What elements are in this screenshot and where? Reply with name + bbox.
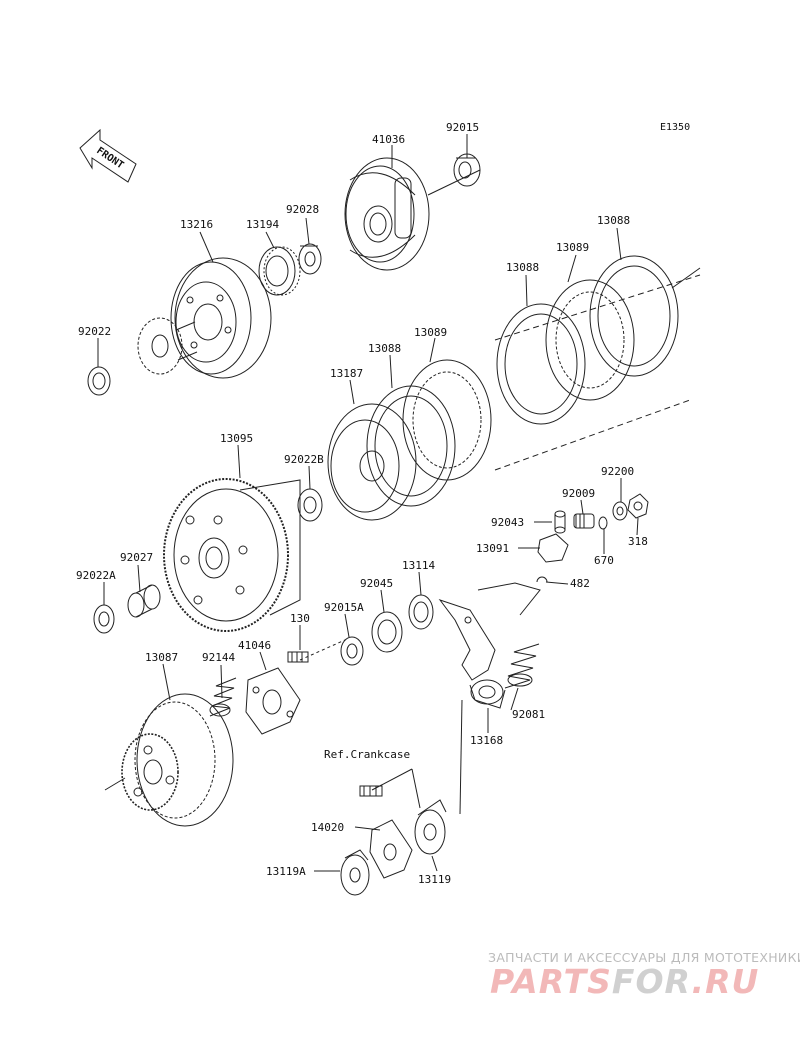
part-92045-bearing [371, 611, 403, 653]
label-670: 670 [594, 554, 614, 567]
part-13095-clutch-housing [163, 478, 301, 632]
part-13168-cam [469, 679, 506, 709]
label-13168: 13168 [470, 734, 503, 747]
watermark-logo-end: .RU [691, 962, 760, 1001]
leader-lines [97, 134, 639, 872]
part-labels: 92015 41036 13216 13194 92028 13088 1308… [76, 121, 648, 886]
part-92015-bearing [453, 153, 481, 187]
label-13089: 13089 [556, 241, 589, 254]
label-14020: 14020 [311, 821, 344, 834]
label-92081: 92081 [512, 708, 545, 721]
part-13119-cam [414, 799, 447, 855]
crankcase-stud [359, 785, 383, 797]
part-13119A-cam [340, 849, 370, 896]
label-13194: 13194 [246, 218, 279, 231]
label-482: 482 [570, 577, 590, 590]
part-13114-retainer [408, 594, 434, 630]
part-13194-needle-bearing [258, 246, 301, 296]
part-13088-friction-plate-front [366, 385, 456, 507]
label-92144: 92144 [202, 651, 235, 664]
part-14020-plate [369, 819, 413, 879]
label-13119A: 13119A [266, 865, 306, 878]
ref-crankcase-label: Ref.Crankcase [324, 748, 410, 761]
part-92028-collar [298, 243, 322, 275]
label-13089: 13089 [414, 326, 447, 339]
label-92015: 92015 [446, 121, 479, 134]
part-13187-pressure-plate [327, 403, 417, 521]
part-318-nut [627, 493, 649, 519]
front-arrow-icon [79, 128, 137, 183]
label-92043: 92043 [491, 516, 524, 529]
part-92043-pin [554, 510, 566, 534]
part-92022A-washer [93, 604, 115, 634]
part-13087-clutch-hub [104, 693, 234, 827]
part-92027-sleeve [127, 584, 161, 618]
watermark-logo: PARTSFOR.RU [490, 962, 759, 1001]
label-13114: 13114 [402, 559, 435, 572]
part-13088-friction-plate-rear [589, 255, 679, 377]
clutch-lever [438, 582, 541, 681]
part-92200-washer [612, 501, 628, 521]
label-13091: 13091 [476, 542, 509, 555]
part-670-o-ring [598, 516, 608, 530]
label-92028: 92028 [286, 203, 319, 216]
part-13216-clutch-drum [170, 257, 272, 379]
label-92022: 92022 [78, 325, 111, 338]
part-41046-plate [245, 667, 301, 735]
part-92022B-washer [297, 488, 323, 522]
label-130: 130 [290, 612, 310, 625]
label-41046: 41046 [238, 639, 271, 652]
label-92009: 92009 [562, 487, 595, 500]
part-92009-screw [573, 513, 595, 529]
label-13088: 13088 [368, 342, 401, 355]
label-41036: 41036 [372, 133, 405, 146]
part-13089-steel-plate-rear [545, 279, 635, 401]
part-13091-holder [537, 533, 569, 563]
part-92081-spring [504, 643, 540, 689]
diagram-code: E1350 [660, 122, 690, 133]
label-13088: 13088 [506, 261, 539, 274]
pinion-gear [137, 317, 198, 375]
part-482-circlip [536, 576, 548, 583]
part-92015A-bearing [340, 636, 364, 666]
label-92022B: 92022B [284, 453, 324, 466]
part-130-bolt [287, 639, 346, 663]
label-13087: 13087 [145, 651, 178, 664]
label-92027: 92027 [120, 551, 153, 564]
watermark-tagline: ЗАПЧАСТИ И АКСЕССУАРЫ ДЛЯ МОТОТЕХНИКИ [488, 950, 800, 965]
label-92045: 92045 [360, 577, 393, 590]
label-318: 318 [628, 535, 648, 548]
label-92200: 92200 [601, 465, 634, 478]
watermark-logo-mid: FOR [611, 962, 692, 1001]
label-13095: 13095 [220, 432, 253, 445]
watermark-logo-main: PARTS [490, 962, 612, 1001]
label-13187: 13187 [330, 367, 363, 380]
part-92022-washer [87, 366, 111, 396]
label-13088: 13088 [597, 214, 630, 227]
part-41036-centrifugal-clutch [344, 157, 430, 271]
label-92015A: 92015A [324, 601, 364, 614]
part-92144-spring [209, 677, 237, 717]
label-92022A: 92022A [76, 569, 116, 582]
label-13216: 13216 [180, 218, 213, 231]
part-13088-friction-plate-mid [496, 303, 586, 425]
label-13119: 13119 [418, 873, 451, 886]
